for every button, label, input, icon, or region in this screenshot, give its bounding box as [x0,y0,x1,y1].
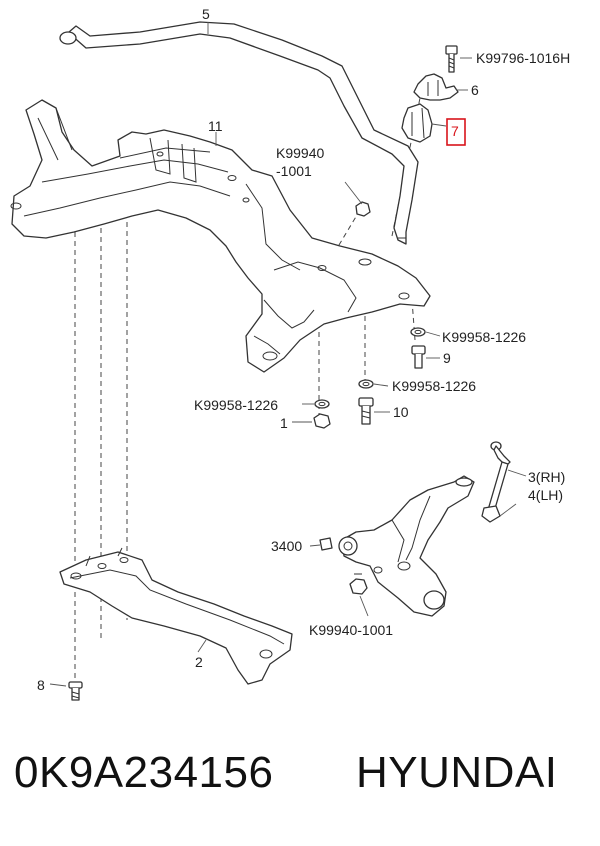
leader-lines [49,22,527,687]
part-number: 0K9A234156 [14,748,274,797]
callout-2: 2 [195,654,203,670]
callout-washer-1: K99958-1226 [194,397,278,413]
stabilizer-bracket[interactable] [413,73,459,101]
callout-washer-10: K99958-1226 [392,378,476,394]
bolt-8[interactable] [68,681,83,701]
caption-bar: 0K9A234156 HYUNDAI [0,748,600,818]
bolt-10[interactable] [358,397,374,425]
lower-crossmember[interactable] [59,547,293,685]
callout-6: 6 [471,82,479,98]
stabilizer-bar[interactable] [59,21,419,245]
callout-1: 1 [280,415,288,431]
callout-4-lh: 4(LH) [528,487,563,503]
washer-9[interactable] [410,327,426,337]
washer-1[interactable] [314,399,330,409]
callout-10: 10 [393,404,409,420]
lower-nut[interactable] [349,573,368,595]
lower-control-arm[interactable] [338,475,475,617]
diagram-canvas: 5 K99796-1016H 6 7 11 K99940 -1001 K9995… [10,6,570,701]
callout-nut-k99940-line1: K99940 [276,145,324,161]
callout-3-rh: 3(RH) [528,469,565,485]
brand-name: HYUNDAI [356,748,558,797]
bolt-9[interactable] [411,345,426,369]
stabilizer-bushing[interactable] [401,103,433,143]
front-crossmember[interactable] [10,99,431,373]
callout-bolt-k99796: K99796-1016H [476,50,570,66]
washer-10[interactable] [358,379,374,389]
arm-bushing[interactable] [319,537,333,551]
highlight-box-7 [446,118,466,146]
upper-nut[interactable] [355,201,371,217]
callout-5: 5 [202,6,210,22]
callout-11: 11 [208,118,223,134]
callout-3400: 3400 [271,538,302,554]
callout-nut-k99940-line2: -1001 [276,163,312,179]
callout-washer-9: K99958-1226 [442,329,526,345]
callout-9: 9 [443,350,451,366]
callout-8: 8 [37,677,45,693]
callout-7: 7 [451,123,459,139]
nut-1[interactable] [313,413,331,429]
stabilizer-link[interactable] [481,441,511,523]
bracket-bolt[interactable] [445,45,458,73]
callout-lower-nut: K99940-1001 [309,622,393,638]
